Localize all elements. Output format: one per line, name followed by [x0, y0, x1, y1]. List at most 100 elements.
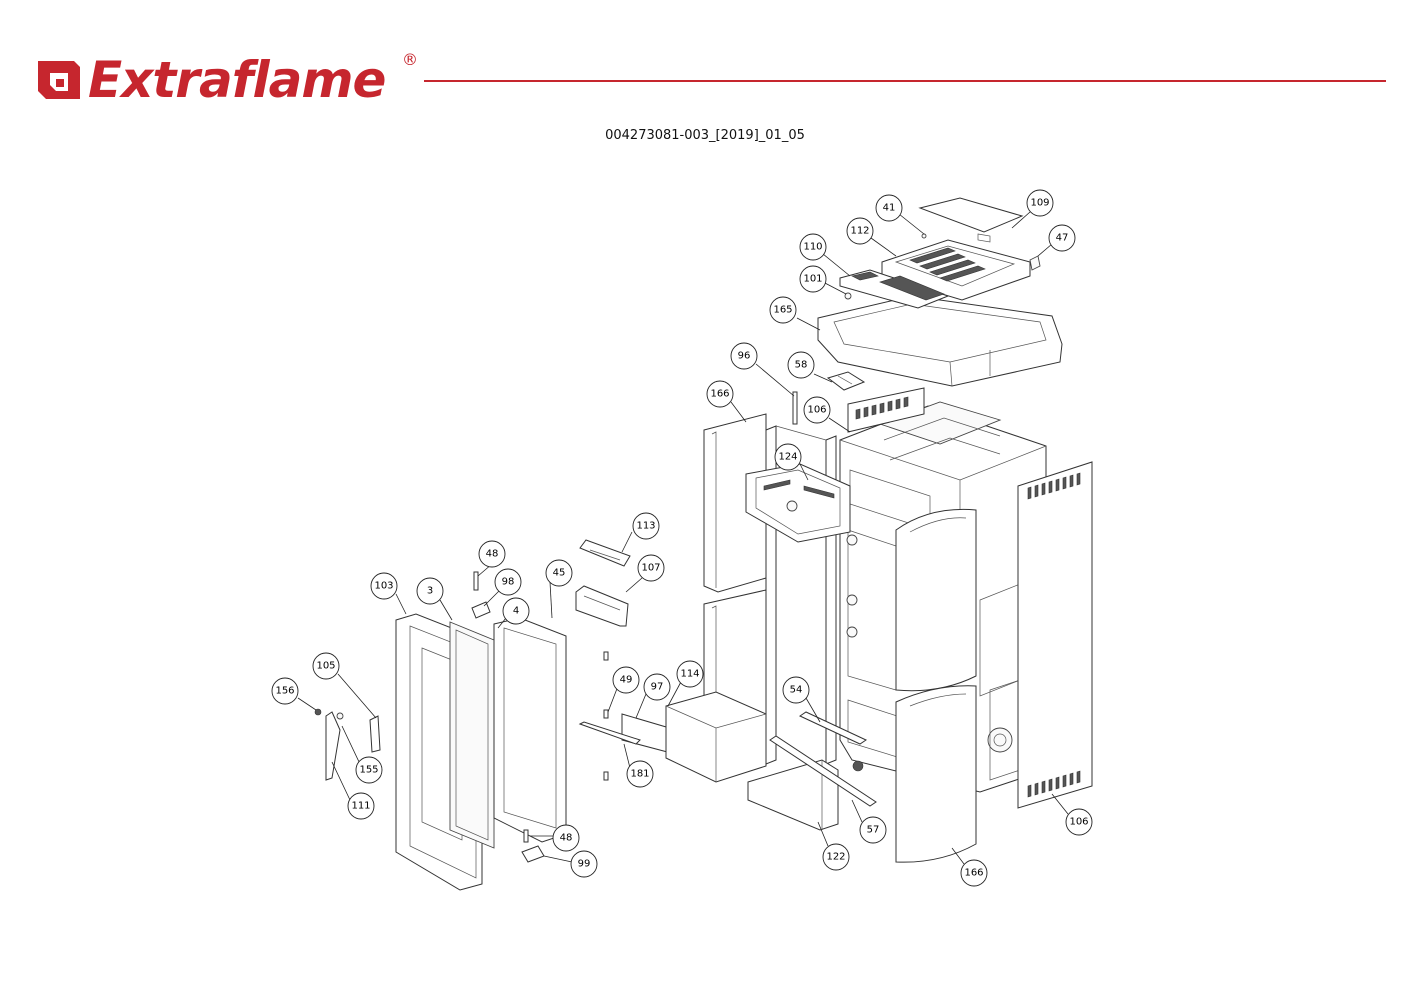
- callout-99: 99: [570, 850, 598, 878]
- bracket-113: [579, 539, 631, 567]
- front-lower-panel-166: [895, 685, 977, 863]
- callout-circle: [787, 351, 815, 379]
- callout-circle: [271, 677, 299, 705]
- callout-113: 113: [632, 512, 660, 540]
- callout-label: 48: [486, 549, 499, 560]
- logo-mark-icon: [38, 61, 80, 99]
- callout-circle: [416, 577, 444, 605]
- callout-41: 41: [875, 194, 903, 222]
- callout-109: 109: [1026, 189, 1054, 217]
- callout-122: 122: [822, 843, 850, 871]
- callout-circle: [502, 597, 530, 625]
- callout-156: 156: [271, 677, 299, 705]
- callout-124: 124: [774, 443, 802, 471]
- callout-49: 49: [612, 666, 640, 694]
- glass-45: [493, 617, 567, 843]
- callout-166: 166: [706, 380, 734, 408]
- top-cover-165: [817, 295, 1063, 387]
- callout-circle: [859, 816, 887, 844]
- callout-label: 114: [680, 669, 699, 680]
- hinge-99: [521, 845, 545, 863]
- callout-circle: [1026, 189, 1054, 217]
- callout-circle: [545, 559, 573, 587]
- callout-103: 103: [370, 572, 398, 600]
- rear-panel-106-top: [847, 387, 925, 433]
- screw-156: [314, 708, 322, 716]
- callout-label: 111: [351, 801, 370, 812]
- rail-57: [769, 735, 877, 807]
- hinge-98: [471, 601, 491, 619]
- ash-box-114: [665, 691, 767, 783]
- document-code: 004273081-003_[2019]_01_05: [605, 128, 805, 143]
- callout-circle: [803, 396, 831, 424]
- callout-circle: [822, 843, 850, 871]
- callout-label: 47: [1056, 233, 1069, 244]
- callout-label: 165: [773, 305, 792, 316]
- callout-4: 4: [502, 597, 530, 625]
- door-gasket-3: [449, 621, 495, 849]
- callout-circle: [1065, 808, 1093, 836]
- callout-circle: [632, 512, 660, 540]
- bracket-58: [826, 371, 866, 391]
- extraflame-logo: Extraflame ®: [34, 50, 418, 109]
- callout-165: 165: [769, 296, 797, 324]
- rod-96: [792, 391, 798, 425]
- latch-111: [325, 711, 344, 781]
- callout-circle: [478, 540, 506, 568]
- callout-circle: [769, 296, 797, 324]
- callout-48: 48: [478, 540, 506, 568]
- callout-label: 58: [795, 360, 808, 371]
- lid-panel-109: [918, 197, 1024, 243]
- callout-circle: [1048, 224, 1076, 252]
- callout-label: 124: [778, 452, 797, 463]
- inner-grille-110: [839, 269, 950, 309]
- leader-lines: [297, 211, 1069, 865]
- callout-3: 3: [416, 577, 444, 605]
- callout-label: 113: [636, 521, 655, 532]
- callout-circle: [312, 652, 340, 680]
- callout-circle: [875, 194, 903, 222]
- callout-circle: [355, 756, 383, 784]
- callout-47: 47: [1048, 224, 1076, 252]
- callout-circle: [494, 568, 522, 596]
- callout-circle: [637, 554, 665, 582]
- callout-circle: [782, 676, 810, 704]
- callout-label: 98: [502, 577, 515, 588]
- callout-98: 98: [494, 568, 522, 596]
- callout-circle: [676, 660, 704, 688]
- callout-circle: [612, 666, 640, 694]
- callout-label: 48: [560, 833, 573, 844]
- callout-label: 57: [867, 825, 880, 836]
- callout-label: 96: [738, 351, 751, 362]
- callout-112: 112: [846, 217, 874, 245]
- callout-106: 106: [803, 396, 831, 424]
- callout-107: 107: [637, 554, 665, 582]
- callout-circle: [643, 673, 671, 701]
- callout-label: 106: [1069, 817, 1088, 828]
- callout-circle: [730, 342, 758, 370]
- page-header: Extraflame ®: [0, 0, 1410, 120]
- callout-58: 58: [787, 351, 815, 379]
- callout-label: 155: [359, 765, 378, 776]
- callout-circle: [370, 572, 398, 600]
- pin-48-top: [473, 571, 479, 591]
- callout-110: 110: [799, 233, 827, 261]
- pin-48-bottom: [523, 829, 529, 843]
- callout-label: 103: [374, 581, 393, 592]
- callout-circle: [799, 265, 827, 293]
- callout-label: 166: [710, 389, 729, 400]
- callout-label: 122: [826, 852, 845, 863]
- callout-circle: [570, 850, 598, 878]
- callout-label: 4: [513, 606, 519, 617]
- callout-label: 181: [630, 769, 649, 780]
- clips-49: [603, 651, 609, 781]
- brand-name: Extraflame: [88, 51, 386, 109]
- callout-97: 97: [643, 673, 671, 701]
- callout-57: 57: [859, 816, 887, 844]
- callout-label: 109: [1030, 198, 1049, 209]
- callout-54: 54: [782, 676, 810, 704]
- front-upper-panel-166: [895, 508, 977, 692]
- callout-label: 106: [807, 405, 826, 416]
